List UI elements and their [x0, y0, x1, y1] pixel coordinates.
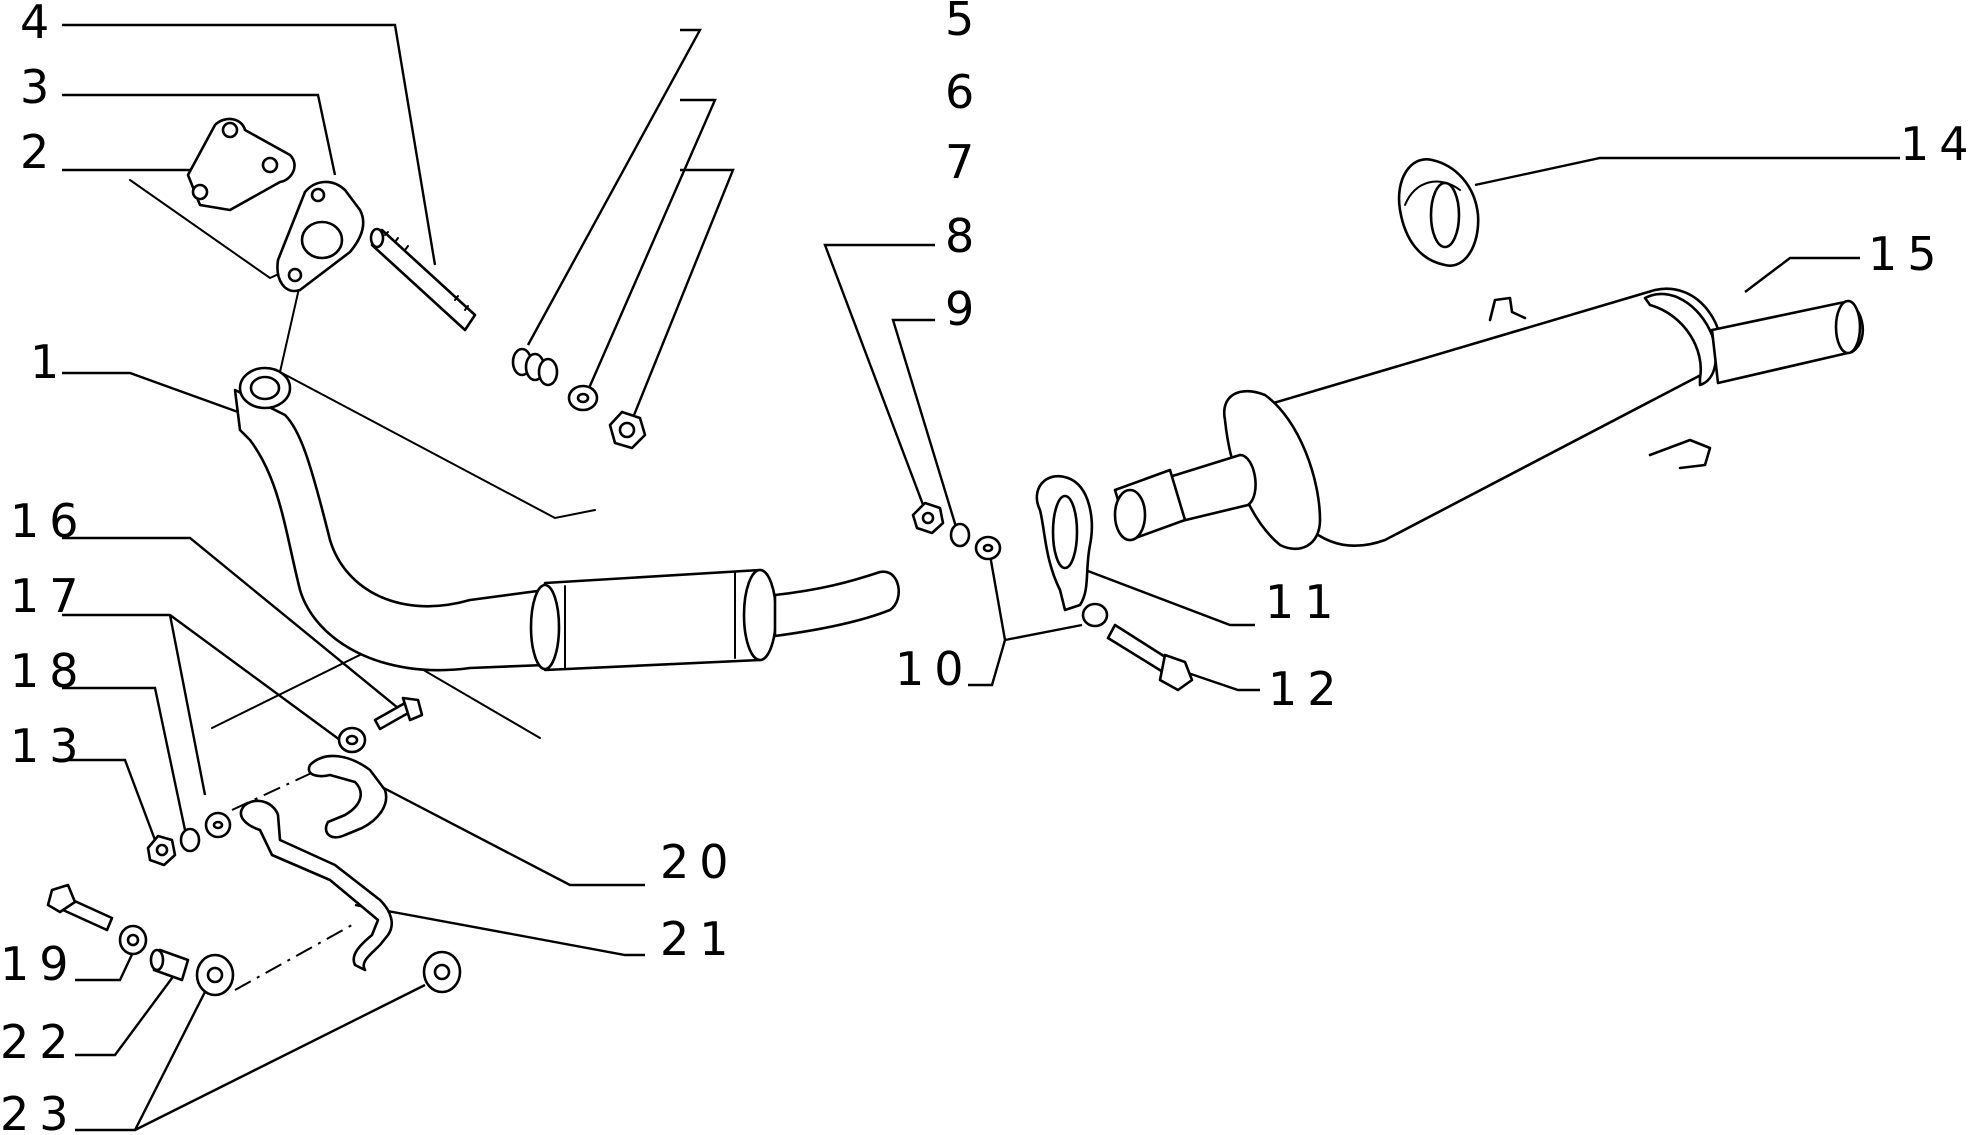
bracket-nut: [146, 834, 177, 867]
leader-17: [62, 613, 341, 796]
leader-12: [1184, 670, 1260, 692]
washer: [567, 384, 599, 412]
pipe-clamp: [1035, 475, 1094, 612]
callout-15: 15: [1868, 227, 1947, 281]
manifold-flange: [186, 117, 296, 212]
clamp-bolt: [1106, 623, 1194, 692]
callout-1: 1: [30, 335, 69, 389]
leader-9: [891, 318, 962, 541]
callout-11: 11: [1265, 575, 1344, 629]
clamp-spring-washer: [949, 522, 971, 548]
bracket-spring-washer: [179, 827, 201, 853]
spacer-sleeve: [149, 948, 190, 982]
leader-6: [584, 98, 717, 396]
leader-14: [1474, 156, 1900, 187]
callout-5: 5: [945, 0, 984, 46]
callout-9: 9: [945, 282, 984, 336]
rubber-bush-left: [195, 953, 235, 997]
callout-2: 2: [20, 125, 59, 179]
rear-silencer: [1113, 287, 1865, 551]
mount-bolt: [46, 883, 114, 932]
callout-13: 13: [10, 719, 89, 773]
leader-lines: [62, 23, 1900, 1132]
callout-6: 6: [945, 65, 984, 119]
callout-17: 17: [10, 569, 89, 623]
flange-gasket: [276, 180, 365, 293]
callout-16: 16: [10, 494, 89, 548]
callout-19: 19: [0, 937, 79, 991]
front-downpipe: [233, 366, 900, 672]
leader-21: [354, 903, 645, 957]
callout-23: 23: [0, 1087, 79, 1135]
callout-7: 7: [945, 135, 984, 189]
mounting-bracket-upper: [307, 754, 388, 839]
centerline-lower: [234, 924, 353, 991]
leader-22: [75, 969, 179, 1057]
leader-18: [62, 686, 187, 831]
callout-10: 10: [895, 642, 974, 696]
leader-5: [526, 28, 703, 346]
stud: [369, 227, 477, 332]
callout-4: 4: [20, 0, 59, 49]
rubber-bush-right: [422, 950, 462, 994]
callout-20: 20: [660, 835, 739, 889]
clamp-nut: [911, 501, 945, 535]
leader-19: [75, 947, 137, 982]
leader-11: [1079, 566, 1255, 627]
mounting-bracket-lower: [239, 799, 394, 972]
leader-10: [968, 554, 1083, 687]
leader-16: [62, 536, 399, 709]
leader-8: [823, 243, 935, 511]
clamp-washer: [974, 535, 1109, 628]
leader-4: [62, 23, 437, 266]
nut: [608, 410, 647, 450]
callout-14: 14: [1900, 117, 1969, 171]
rubber-hanger: [1397, 158, 1480, 267]
bracket-washer: [204, 811, 232, 839]
callout-18: 18: [10, 644, 89, 698]
spring-washers: [511, 347, 559, 387]
leader-23: [75, 981, 426, 1132]
callout-22: 22: [0, 1015, 79, 1069]
leader-15: [1744, 256, 1860, 293]
callout-12: 12: [1268, 662, 1347, 716]
leader-7: [628, 168, 735, 426]
leader-1: [62, 371, 239, 414]
centerline-upper: [231, 769, 319, 811]
leader-13: [62, 758, 157, 841]
bracket-bolt: [373, 696, 424, 731]
mount-washer: [118, 924, 148, 956]
callout-21: 21: [660, 912, 739, 966]
leader-3: [62, 93, 337, 176]
callout-8: 8: [945, 209, 984, 263]
leader-20: [377, 783, 645, 887]
bracket-washer-upper: [337, 726, 367, 754]
callout-3: 3: [20, 60, 59, 114]
